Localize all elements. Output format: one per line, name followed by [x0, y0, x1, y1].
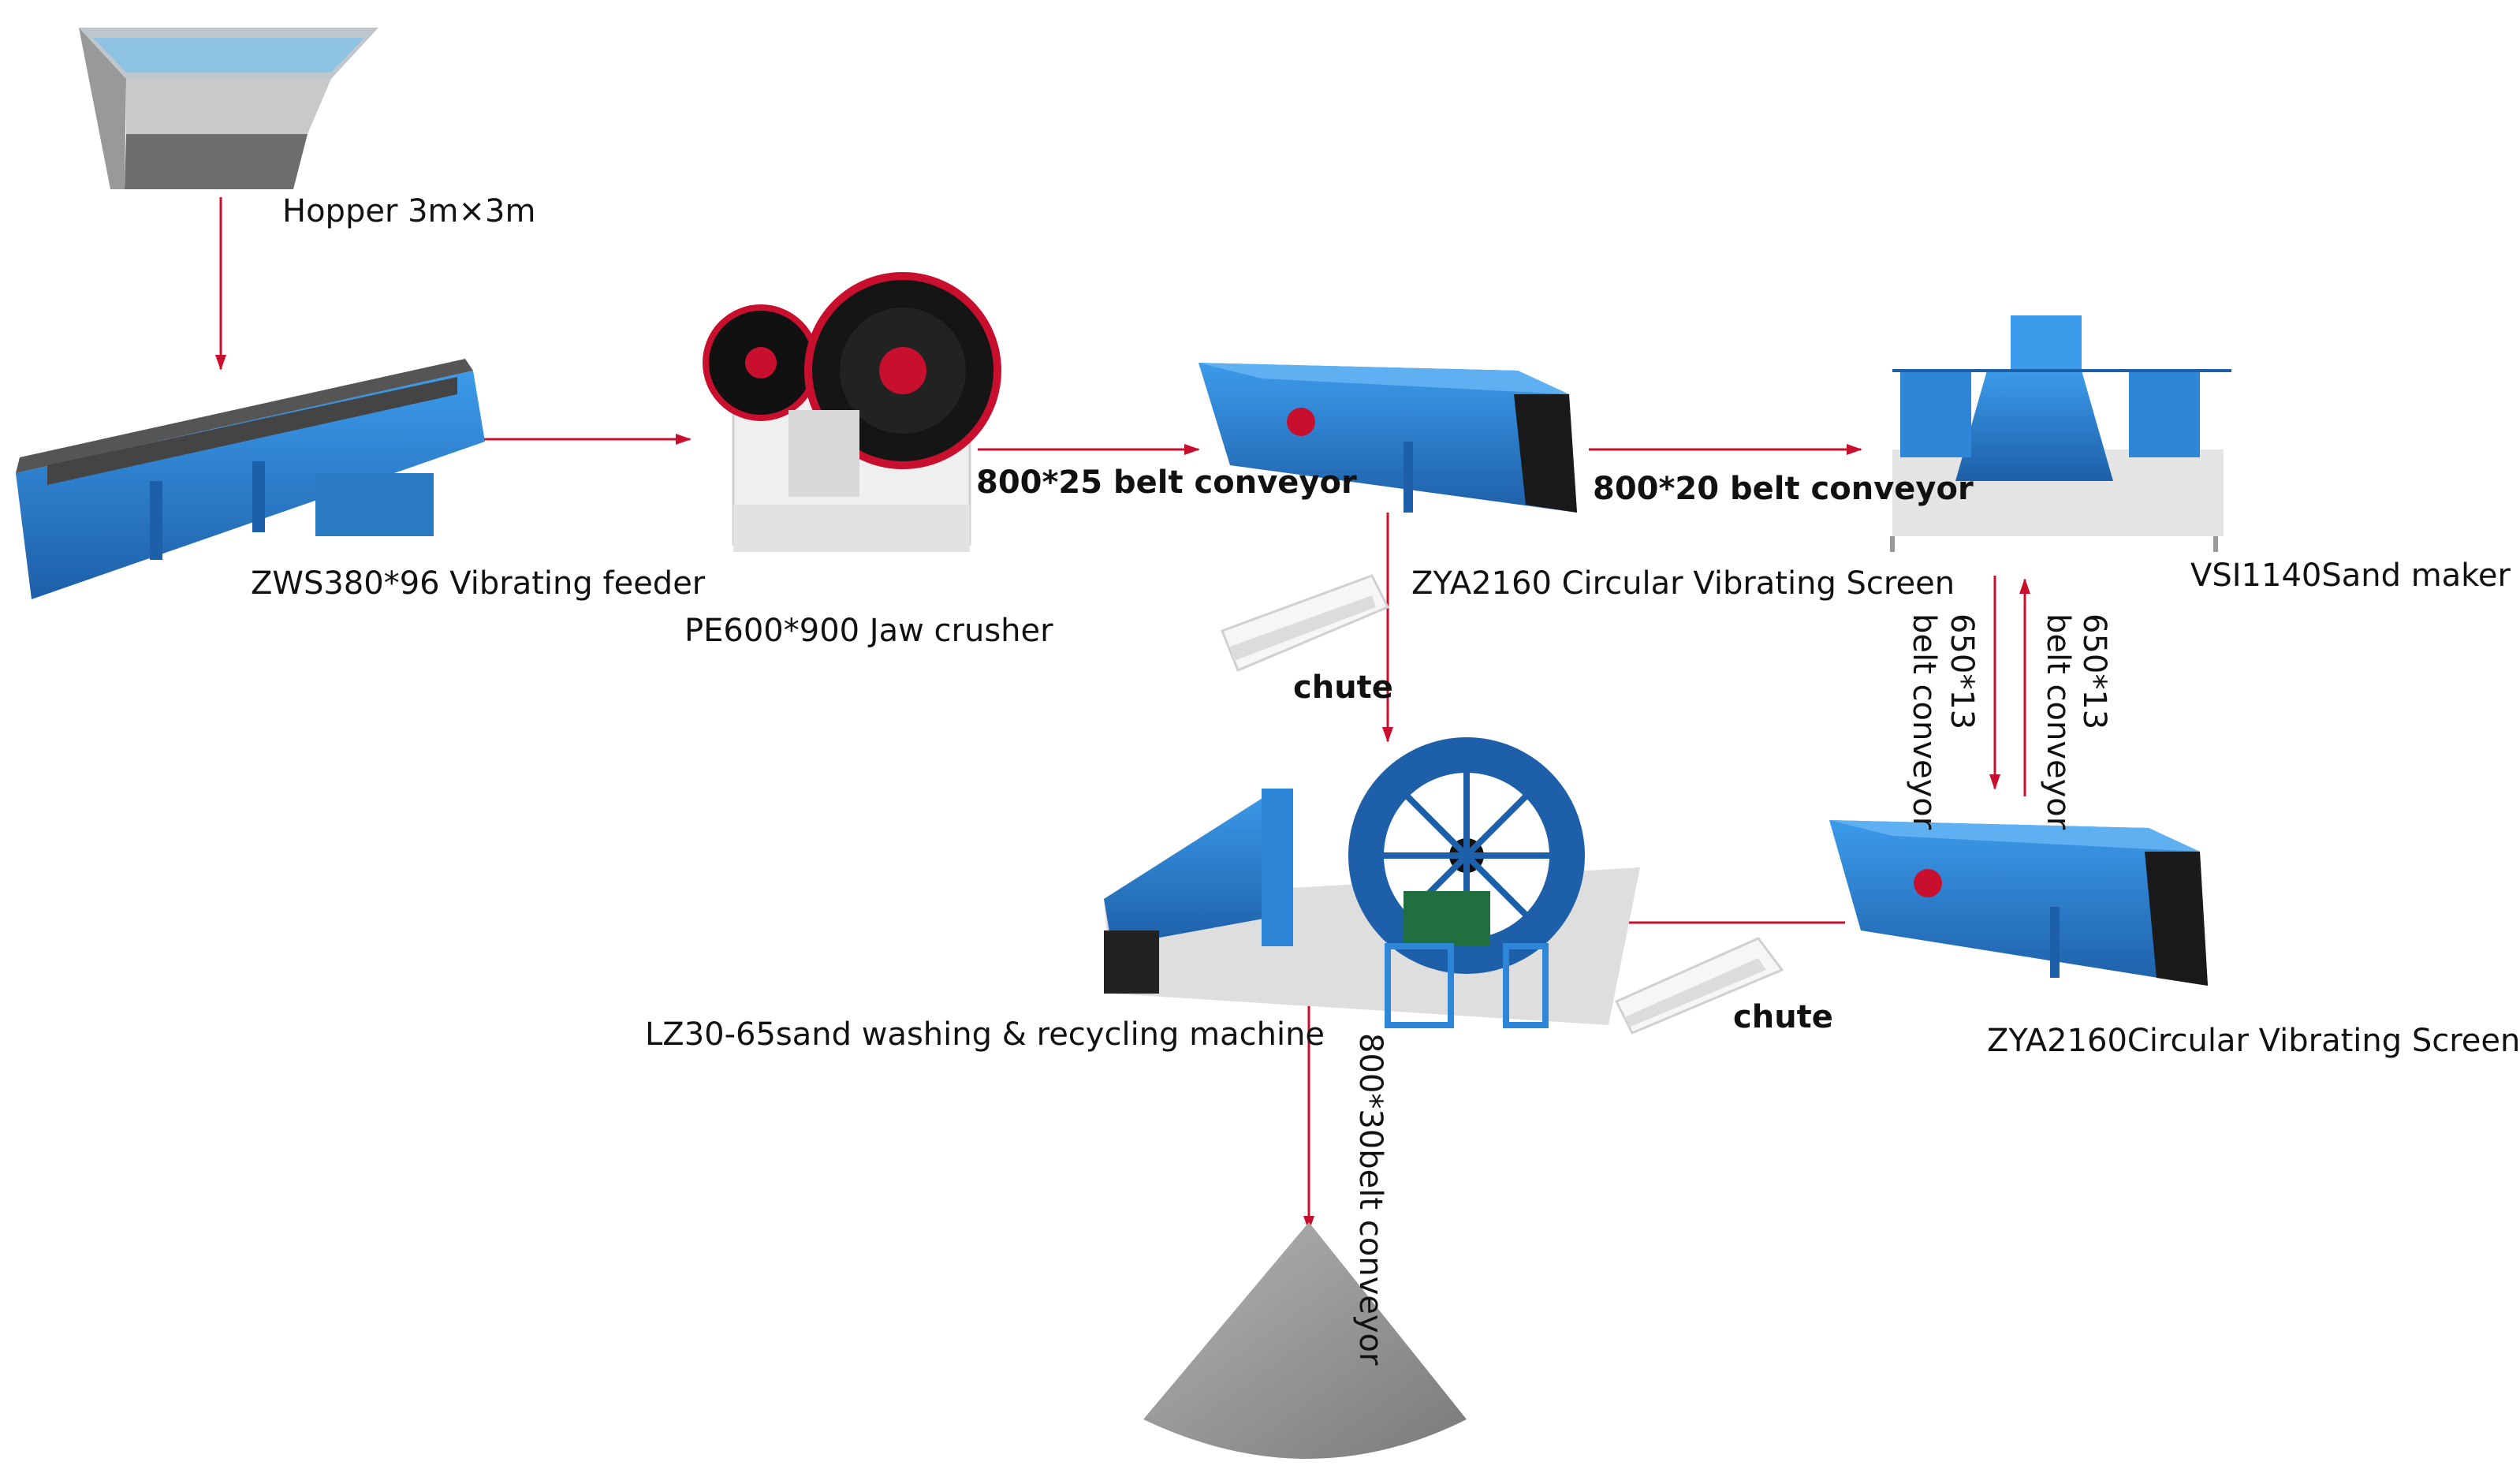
conveyor-4-type-label: belt conveyor	[2040, 613, 2076, 830]
chute-1-label: chute	[1293, 669, 1393, 706]
sand-washer-icon	[1104, 737, 1640, 1028]
conveyor-5-label: 800*30belt conveyor	[1352, 1033, 1389, 1366]
chute-icon	[1614, 937, 1784, 1035]
flow-arrows	[215, 197, 2030, 1232]
hopper-label: Hopper 3m×3m	[282, 193, 536, 229]
hopper-icon	[79, 28, 378, 189]
conveyor-3-qty-label: 650*13	[1944, 613, 1980, 730]
conveyor-4-qty-label: 650*13	[2076, 613, 2112, 730]
sand-maker-label: VSI1140Sand maker	[2190, 558, 2511, 594]
chute-icon	[1221, 574, 1390, 672]
vibrating-screen-icon	[1198, 363, 1577, 513]
screen-1-label: ZYA2160 Circular Vibrating Screen	[1411, 565, 1955, 602]
screen-2-label: ZYA2160Circular Vibrating Screen	[1987, 1023, 2520, 1059]
jaw-crusher-label: PE600*900 Jaw crusher	[684, 613, 1053, 649]
conveyor-2-label: 800*20 belt conveyor	[1593, 471, 1974, 507]
sand-pile-icon	[1143, 1222, 1467, 1459]
vibrating-screen-icon	[1829, 820, 2208, 986]
vibrating-feeder-icon	[16, 359, 485, 599]
sand-maker-icon	[1890, 315, 2231, 552]
jaw-crusher-icon	[703, 272, 1001, 552]
conveyor-1-label: 800*25 belt conveyor	[976, 464, 1357, 501]
feeder-label: ZWS380*96 Vibrating feeder	[251, 565, 706, 602]
chute-2-label: chute	[1733, 999, 1833, 1035]
washer-label: LZ30-65sand washing & recycling machine	[645, 1016, 1325, 1053]
conveyor-3-type-label: belt conveyor	[1906, 613, 1942, 830]
